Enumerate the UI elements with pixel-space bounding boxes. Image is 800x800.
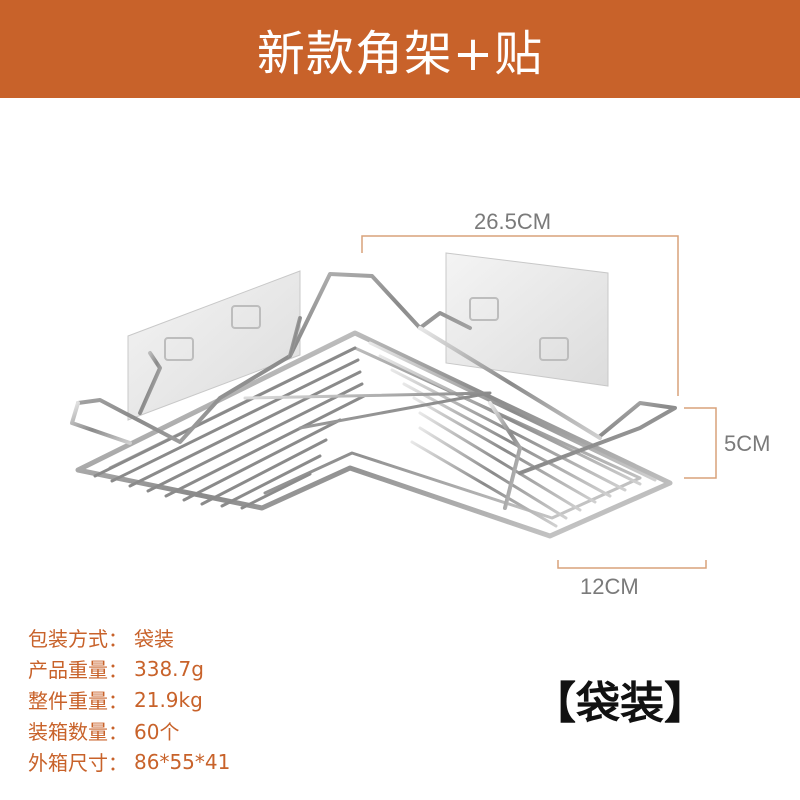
spec-value: 21.9kg [134,687,203,712]
adhesive-sticker-right [445,252,609,387]
spec-value: 袋装 [134,627,174,651]
adhesive-sticker-left [127,270,301,421]
product-image-area: 26.5CM 5CM 12CM [0,98,800,618]
spec-row-packaging: 包装方式： 袋装 [28,622,428,653]
banner-title: 新款角架+贴 [256,26,544,82]
spec-label: 整件重量： [28,689,128,713]
dimension-lines [361,235,717,569]
corner-rack [70,272,677,539]
spec-value: 338.7g [134,656,204,681]
dimension-depth-label: 12CM [580,574,639,599]
spec-label: 包装方式： [28,627,128,651]
width-dimension-line [361,235,679,396]
title-banner: 新款角架+贴 [0,0,800,98]
spec-label: 装箱数量： [28,720,128,744]
product-illustration [70,235,717,569]
spec-row-carton-size: 外箱尺寸： 86*55*41 [28,746,428,777]
spec-row-product-weight: 产品重量： 338.7g [28,653,428,684]
spec-list: 包装方式： 袋装 产品重量： 338.7g 整件重量： 21.9kg 装箱数量：… [28,622,428,777]
dimension-height-label: 5CM [724,431,771,456]
packaging-badge: 【袋装】 [532,678,708,729]
spec-row-carton-quantity: 装箱数量： 60个 [28,715,428,746]
dimension-width-label: 26.5CM [474,209,552,234]
depth-dimension-line [557,560,707,569]
spec-row-carton-weight: 整件重量： 21.9kg [28,684,428,715]
spec-label: 产品重量： [28,658,128,682]
spec-value: 86*55*41 [134,749,231,774]
spec-value: 60个 [134,720,180,744]
spec-label: 外箱尺寸： [28,751,128,775]
height-dimension-line [684,407,717,479]
